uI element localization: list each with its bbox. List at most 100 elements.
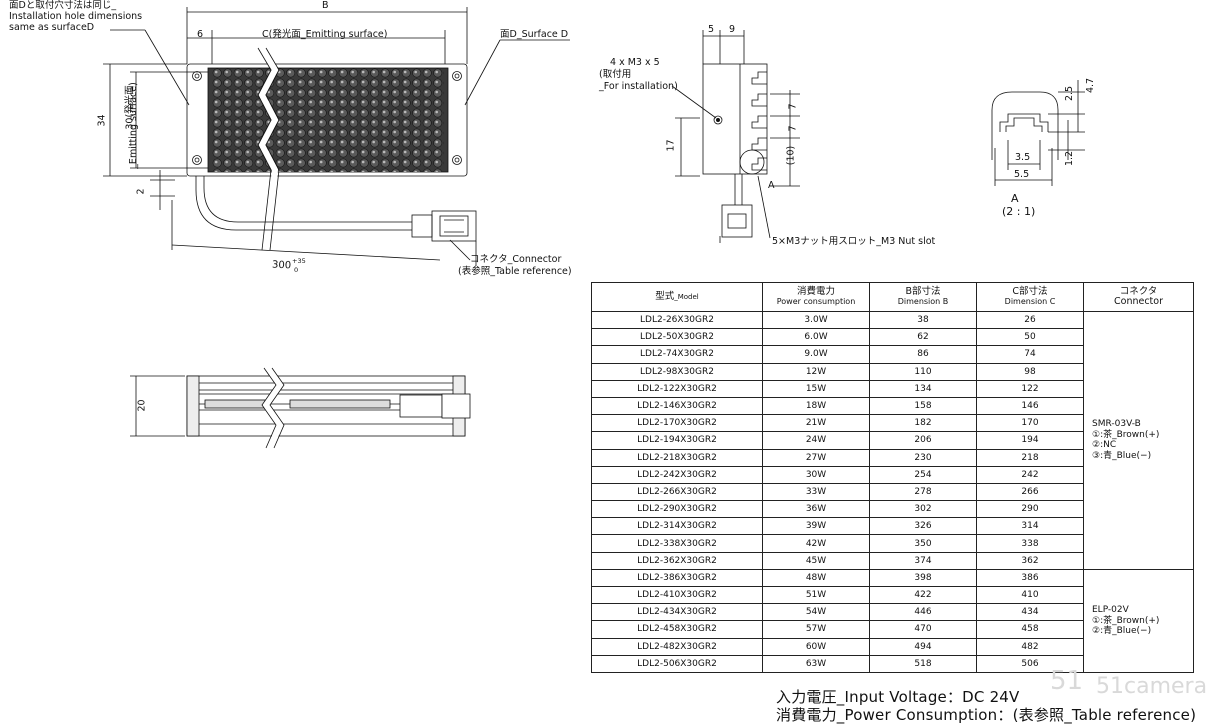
cell-power: 27W (762, 448, 870, 467)
dim-1-2: 1.2 (1064, 150, 1076, 167)
connector-line: ②:青_Blue(−) (1092, 626, 1152, 637)
cell-dim-c: 434 (976, 603, 1084, 622)
cell-dim-b: 350 (869, 534, 977, 553)
side-view (130, 366, 471, 450)
cell-model: LDL2-506X30GR2 (591, 654, 763, 673)
detail-view (991, 80, 1085, 186)
cell-model: LDL2-266X30GR2 (591, 482, 763, 502)
cell-dim-b: 470 (869, 620, 977, 639)
cell-dim-c: 290 (976, 500, 1084, 519)
cell-dim-b: 110 (869, 362, 977, 381)
cell-dim-b: 134 (869, 379, 977, 398)
dim-5: 5 (708, 24, 715, 35)
cell-power: 9.0W (762, 345, 870, 364)
detail-scale: (2 : 1) (1002, 205, 1036, 218)
cell-power: 48W (762, 568, 870, 588)
cell-dim-b: 518 (869, 654, 977, 673)
cell-dim-c: 74 (976, 345, 1084, 364)
cell-dim-c: 266 (976, 482, 1084, 502)
connector-line: ①:茶_Brown(+) (1092, 429, 1160, 440)
cell-model: LDL2-434X30GR2 (591, 603, 763, 622)
cell-power: 15W (762, 379, 870, 398)
connector-line: ③:青_Blue(−) (1092, 450, 1152, 461)
cell-power: 36W (762, 500, 870, 519)
cell-dim-c: 194 (976, 431, 1084, 450)
cell-dim-b: 38 (869, 310, 977, 330)
cell-power: 18W (762, 396, 870, 416)
cell-power: 3.0W (762, 310, 870, 330)
cell-dim-b: 278 (869, 482, 977, 502)
cell-model: LDL2-50X30GR2 (591, 328, 763, 347)
dim-30-line2: _Emitting surface) (127, 82, 139, 169)
cell-power: 39W (762, 517, 870, 536)
cell-dim-c: 98 (976, 362, 1084, 381)
connector-line: SMR-03V-B (1092, 419, 1141, 430)
cell-power: 42W (762, 534, 870, 553)
cell-model: LDL2-314X30GR2 (591, 517, 763, 536)
cell-power: 24W (762, 431, 870, 450)
cell-dim-c: 410 (976, 585, 1084, 605)
mount-line1: 4 x M3 x 5 (610, 57, 660, 68)
slot-note: 5×M3ナット用スロット_M3 Nut slot (772, 236, 936, 247)
cell-model: LDL2-98X30GR2 (591, 362, 763, 381)
cell-power: 33W (762, 482, 870, 502)
cell-dim-b: 302 (869, 500, 977, 519)
connector-label-1: コネクタ_Connector (470, 254, 562, 265)
cell-model: LDL2-290X30GR2 (591, 500, 763, 519)
cell-dim-c: 218 (976, 448, 1084, 467)
watermark-logo: 51 (1050, 666, 1084, 696)
cell-dim-b: 374 (869, 551, 977, 570)
mount-line2: (取付用 (599, 69, 632, 80)
cell-power: 30W (762, 465, 870, 484)
cell-dim-c: 362 (976, 551, 1084, 570)
cable-tol-zero: 0 (294, 266, 299, 274)
connector-line: ②:NC (1092, 440, 1117, 451)
cable-tol-plus: +35 (292, 257, 306, 265)
cell-model: LDL2-242X30GR2 (591, 465, 763, 484)
cell-dim-c: 482 (976, 637, 1084, 656)
cell-model: LDL2-338X30GR2 (591, 534, 763, 553)
cell-model: LDL2-122X30GR2 (591, 379, 763, 398)
cell-power: 21W (762, 414, 870, 433)
dim-34: 34 (96, 114, 108, 127)
cell-dim-b: 158 (869, 396, 977, 416)
cell-dim-c: 170 (976, 414, 1084, 433)
cell-dim-c: 506 (976, 654, 1084, 673)
cell-model: LDL2-458X30GR2 (591, 620, 763, 639)
note-line1: 面Dと取付穴寸法は同じ_ (9, 0, 117, 11)
cell-dim-c: 146 (976, 396, 1084, 416)
cell-model: LDL2-218X30GR2 (591, 448, 763, 467)
cell-dim-b: 446 (869, 603, 977, 622)
cell-dim-c: 314 (976, 517, 1084, 536)
note-line3: same as surfaceD (9, 22, 95, 33)
connector-label-2: (表参照_Table reference) (458, 266, 572, 277)
cell-dim-c: 242 (976, 465, 1084, 484)
dim-3-5: 3.5 (1015, 152, 1031, 163)
dim-c: C(発光面_Emitting surface) (262, 29, 388, 40)
detail-marker: A (768, 180, 775, 191)
cell-power: 63W (762, 654, 870, 673)
detail-label: A (1011, 192, 1019, 205)
cell-power: 45W (762, 551, 870, 570)
dim-20: 20 (136, 399, 148, 412)
cell-power: 60W (762, 637, 870, 656)
power-note: 消費電力_Power Consumption：(表参照_Table refere… (776, 706, 1197, 724)
dim-5-5: 5.5 (1014, 169, 1030, 180)
dim-10: (10) (785, 145, 797, 166)
